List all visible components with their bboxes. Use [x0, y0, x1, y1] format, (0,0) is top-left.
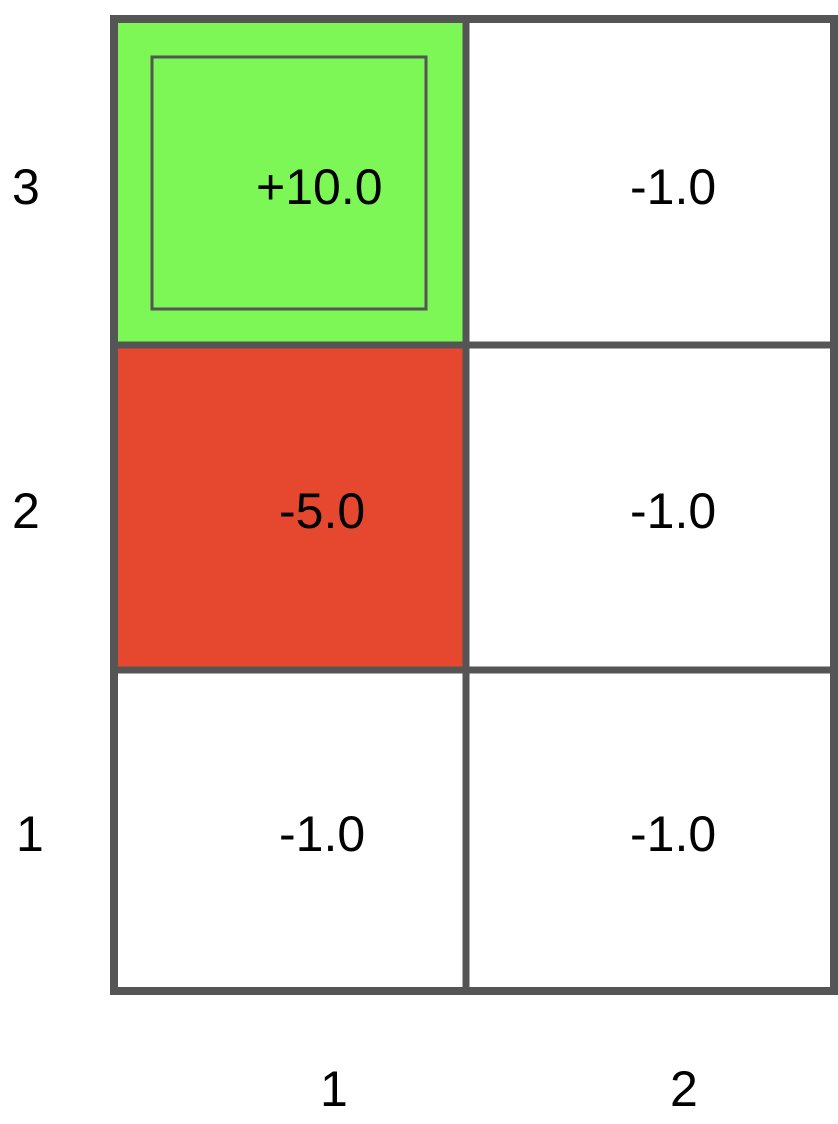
col-label-2: 2: [670, 1061, 698, 1117]
grid-world: +10.0 -1.0 -5.0 -1.0 -1.0 -1.0: [110, 15, 838, 995]
cell-2-1-value: -5.0: [279, 483, 366, 539]
grid-lines: [110, 15, 838, 995]
row-label-2: 2: [12, 483, 40, 539]
cell-1-1-value: -1.0: [279, 806, 366, 862]
cell-2-2-value: -1.0: [630, 483, 717, 539]
row-label-1: 1: [16, 806, 44, 862]
goal-marker-square: [150, 55, 428, 311]
row-label-3: 3: [12, 159, 40, 215]
cell-3-2-value: -1.0: [630, 159, 717, 215]
cell-2-1-fill: [115, 346, 465, 668]
grid-border: [110, 15, 838, 995]
col-label-1: 1: [320, 1061, 348, 1117]
cell-3-1-fill: [115, 20, 465, 343]
cell-1-2-value: -1.0: [630, 806, 717, 862]
cell-3-1-value: +10.0: [256, 159, 383, 215]
